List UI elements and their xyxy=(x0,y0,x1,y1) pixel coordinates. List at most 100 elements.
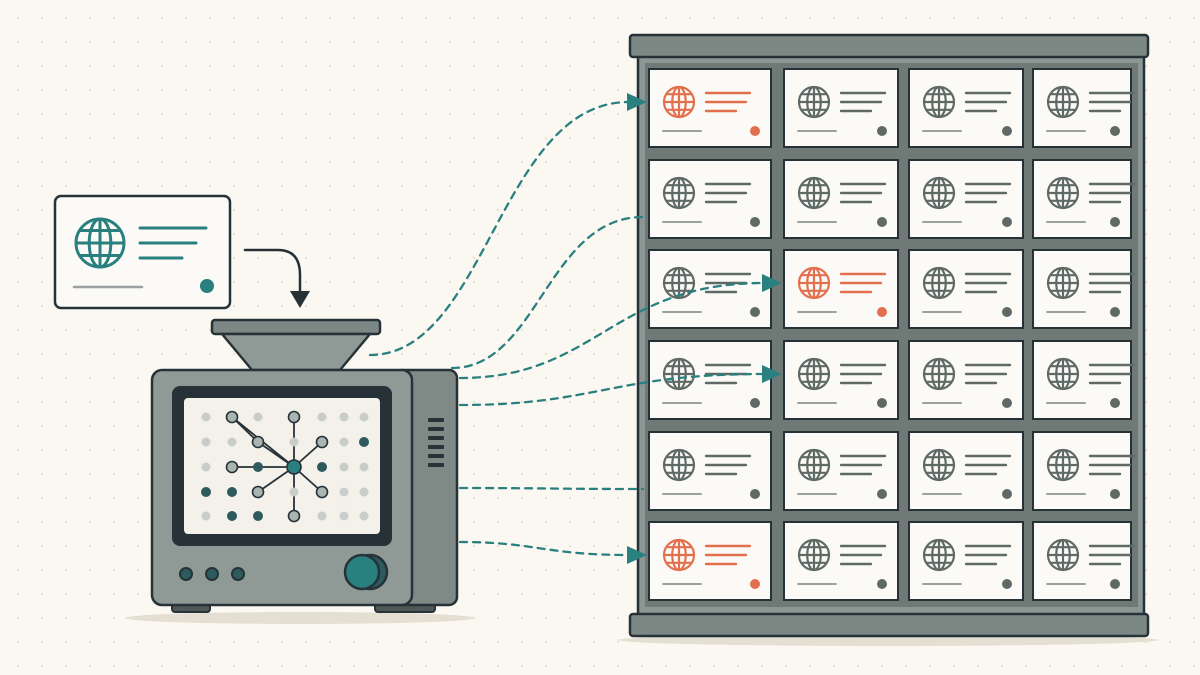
vent-slots xyxy=(428,418,444,467)
graph-node xyxy=(287,509,301,523)
status-dot xyxy=(200,279,214,293)
graph-node xyxy=(339,511,349,521)
status-dot xyxy=(1002,579,1012,589)
globe-icon xyxy=(662,266,696,300)
status-dot xyxy=(1002,217,1012,227)
status-dot xyxy=(1110,307,1120,317)
graph-node xyxy=(225,410,239,424)
graph-node xyxy=(289,437,299,447)
cabinet-grid xyxy=(645,63,1138,607)
globe-icon xyxy=(797,266,831,300)
globe-icon xyxy=(922,176,956,210)
globe-icon xyxy=(1046,176,1080,210)
document-card-highlighted xyxy=(648,521,772,601)
graph-node xyxy=(251,435,265,449)
vent-slot xyxy=(428,436,444,440)
document-card xyxy=(908,431,1024,511)
input-document-card xyxy=(53,194,232,310)
globe-icon xyxy=(74,217,126,269)
globe-icon xyxy=(922,266,956,300)
document-card xyxy=(783,340,899,420)
connection-line xyxy=(458,540,631,557)
document-card xyxy=(1032,159,1136,239)
connection-line xyxy=(458,486,645,491)
document-card-highlighted xyxy=(783,249,899,329)
status-dot xyxy=(1002,307,1012,317)
document-card xyxy=(1032,68,1136,148)
globe-icon xyxy=(797,357,831,391)
graph-node xyxy=(317,462,327,472)
graph-node xyxy=(339,437,349,447)
graph-node xyxy=(201,437,211,447)
status-dot xyxy=(1002,398,1012,408)
globe-icon xyxy=(662,85,696,119)
graph-node xyxy=(339,462,349,472)
graph-node xyxy=(201,412,211,422)
status-dot xyxy=(877,398,887,408)
globe-icon xyxy=(1046,85,1080,119)
graph-node xyxy=(315,435,329,449)
input-arrowhead xyxy=(290,291,310,308)
graph-node xyxy=(339,487,349,497)
processing-machine xyxy=(150,318,459,613)
document-card xyxy=(1032,249,1136,329)
connection-lines xyxy=(368,93,782,564)
status-dot xyxy=(877,217,887,227)
globe-icon xyxy=(797,176,831,210)
document-card xyxy=(648,249,772,329)
status-dot xyxy=(1110,489,1120,499)
connection-arrowhead xyxy=(627,93,647,111)
globe-icon xyxy=(797,448,831,482)
document-card xyxy=(1032,521,1136,601)
globe-icon xyxy=(797,538,831,572)
status-dot xyxy=(877,489,887,499)
machine-shadow xyxy=(125,612,475,624)
document-card xyxy=(1032,340,1136,420)
document-card xyxy=(908,340,1024,420)
status-dot xyxy=(750,489,760,499)
graph-node xyxy=(201,511,211,521)
graph-node xyxy=(227,437,237,447)
document-card xyxy=(908,68,1024,148)
control-button xyxy=(179,567,193,581)
vent-slot xyxy=(428,418,444,422)
connection-line xyxy=(368,100,631,357)
cabinet-inner xyxy=(645,63,1138,607)
vent-slot xyxy=(428,463,444,467)
graph-node xyxy=(359,437,369,447)
machine-screen xyxy=(184,398,380,534)
status-dot xyxy=(1110,126,1120,136)
graph-node xyxy=(317,412,327,422)
connection-arrowhead xyxy=(762,274,782,292)
document-card xyxy=(783,159,899,239)
status-dot xyxy=(1002,126,1012,136)
status-dot xyxy=(750,398,760,408)
document-card xyxy=(908,521,1024,601)
connection-line xyxy=(458,281,766,380)
document-card xyxy=(783,521,899,601)
vent-slot xyxy=(428,445,444,449)
control-button xyxy=(231,567,245,581)
globe-icon xyxy=(922,357,956,391)
status-dot xyxy=(877,126,887,136)
status-dot xyxy=(750,126,760,136)
connection-line xyxy=(458,372,766,407)
document-card xyxy=(783,68,899,148)
status-dot xyxy=(750,217,760,227)
cabinet-bottom-bar xyxy=(628,612,1150,638)
graph-node xyxy=(201,487,211,497)
globe-icon xyxy=(1046,357,1080,391)
graph-node xyxy=(315,485,329,499)
control-knob xyxy=(343,553,381,591)
status-dot xyxy=(877,579,887,589)
hopper-funnel xyxy=(220,332,372,372)
graph-node xyxy=(359,462,369,472)
graph-node xyxy=(201,462,211,472)
document-card xyxy=(648,431,772,511)
document-card xyxy=(1032,431,1136,511)
globe-icon xyxy=(1046,266,1080,300)
document-card-highlighted xyxy=(648,68,772,148)
connection-arrowhead xyxy=(627,546,647,564)
globe-icon xyxy=(662,448,696,482)
status-dot xyxy=(1110,398,1120,408)
